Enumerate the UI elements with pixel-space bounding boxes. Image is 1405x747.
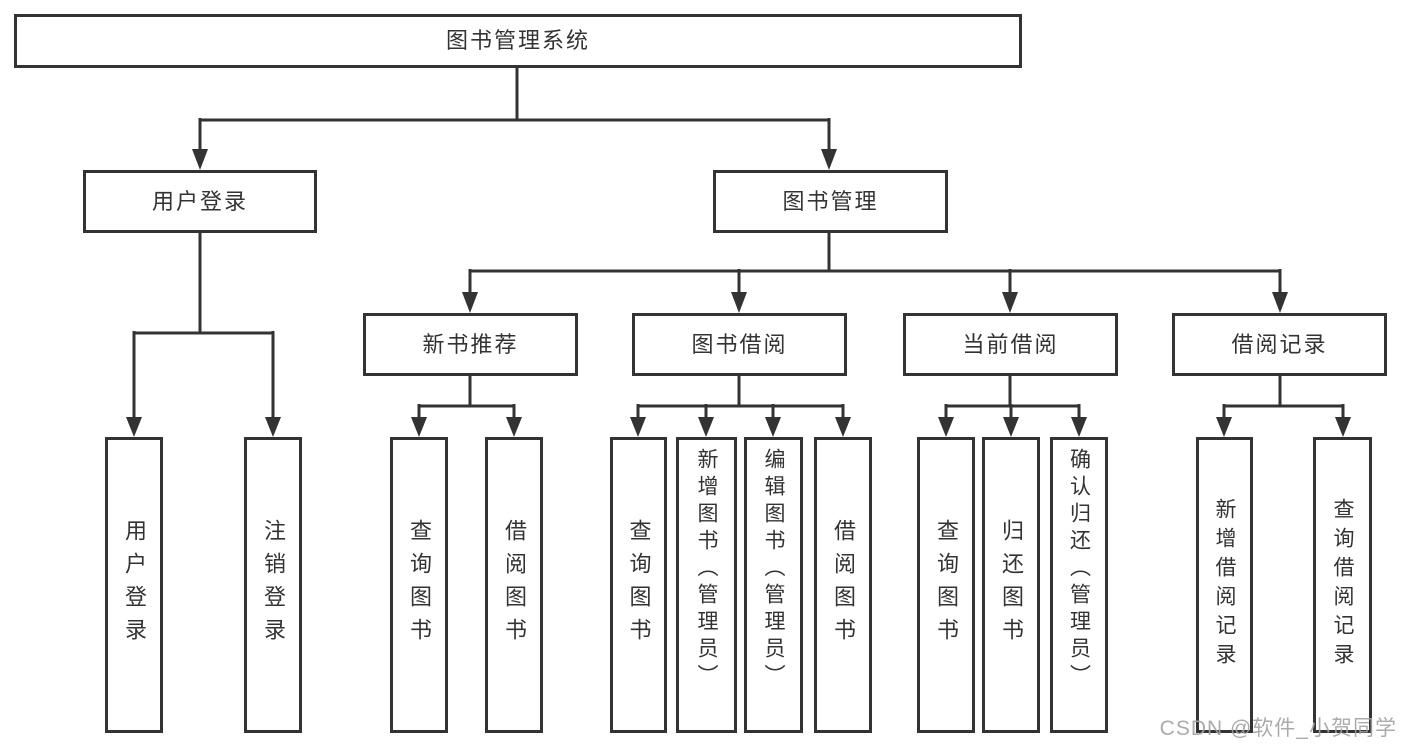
leaf-logout: 注销登录 bbox=[244, 437, 302, 733]
node-borrow-record: 借阅记录 bbox=[1172, 313, 1387, 376]
leaf-current-return-books: 归还图书 bbox=[982, 437, 1040, 733]
node-book-borrow: 图书借阅 bbox=[632, 313, 847, 376]
leaf-borrow-edit-books-admin: 编辑图书（管理员） bbox=[744, 437, 803, 733]
node-book-management: 图书管理 bbox=[713, 170, 948, 233]
connector-borrow-record-to-leaves bbox=[1216, 376, 1351, 437]
leaf-borrow-query-books: 查询图书 bbox=[610, 437, 667, 733]
node-current-borrow: 当前借阅 bbox=[903, 313, 1118, 376]
connector-user-login-to-leaves bbox=[126, 233, 281, 437]
node-new-book-recommend: 新书推荐 bbox=[363, 313, 578, 376]
connector-current-borrow-to-leaves bbox=[938, 376, 1087, 437]
leaf-borrow-borrow-books: 借阅图书 bbox=[814, 437, 872, 733]
leaf-newbook-query-books: 查询图书 bbox=[390, 437, 448, 733]
connector-book-borrow-to-leaves bbox=[630, 376, 851, 437]
leaf-user-login: 用户登录 bbox=[105, 437, 163, 733]
connector-new-book-to-leaves bbox=[411, 376, 522, 437]
node-user-login: 用户登录 bbox=[83, 170, 317, 233]
node-root-system: 图书管理系统 bbox=[14, 14, 1022, 68]
leaf-current-confirm-return-admin: 确认归还（管理员） bbox=[1050, 437, 1108, 733]
leaf-current-query-books: 查询图书 bbox=[917, 437, 975, 733]
leaf-record-add-borrow-record: 新增借阅记录 bbox=[1196, 437, 1253, 733]
connector-root-to-level2 bbox=[192, 68, 837, 170]
connector-book-mgmt-to-level3 bbox=[462, 233, 1288, 313]
csdn-watermark: CSDN @软件_小贺同学 bbox=[1159, 717, 1397, 740]
leaf-record-query-borrow-record: 查询借阅记录 bbox=[1313, 437, 1372, 733]
leaf-newbook-borrow-books: 借阅图书 bbox=[485, 437, 543, 733]
leaf-borrow-add-books-admin: 新增图书（管理员） bbox=[676, 437, 737, 733]
